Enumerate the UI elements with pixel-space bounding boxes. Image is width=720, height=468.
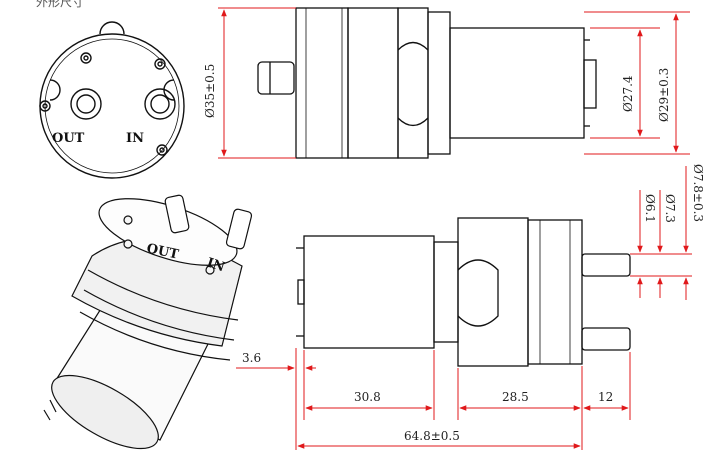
top-view <box>257 7 597 159</box>
dim-outlet-outer: Ø7.8±0.3 <box>691 164 705 222</box>
end-view <box>39 21 185 179</box>
dim-motor-length: 30.8 <box>354 390 381 404</box>
dim-terminal-offset: 3.6 <box>242 351 261 365</box>
top-view-dimensions <box>218 7 690 159</box>
pump-photo <box>43 194 253 450</box>
dim-outlet-mid: Ø7.3 <box>663 194 677 223</box>
dim-outer-diameter: Ø29±0.3 <box>657 68 671 122</box>
dim-outlet-inner: Ø6.1 <box>643 194 657 223</box>
out-port-circle <box>70 88 102 120</box>
in-port-circle <box>144 88 176 120</box>
end-view-in-label: IN <box>126 131 144 146</box>
photo-in-label: IN <box>205 256 227 276</box>
dim-pump-head-length: 28.5 <box>502 390 529 404</box>
dim-overall-length: 64.8±0.5 <box>404 429 460 443</box>
side-view <box>296 217 631 367</box>
end-view-out-label: OUT <box>52 131 85 146</box>
side-view-dimensions <box>236 166 692 450</box>
header-fragment: 外形尺寸 <box>36 0 84 9</box>
photo-out-label: OUT <box>145 241 180 262</box>
dim-motor-diameter: Ø27.4 <box>621 75 635 112</box>
dim-nozzle-length: 12 <box>598 390 613 404</box>
dim-body-diameter: Ø35±0.5 <box>203 64 217 118</box>
